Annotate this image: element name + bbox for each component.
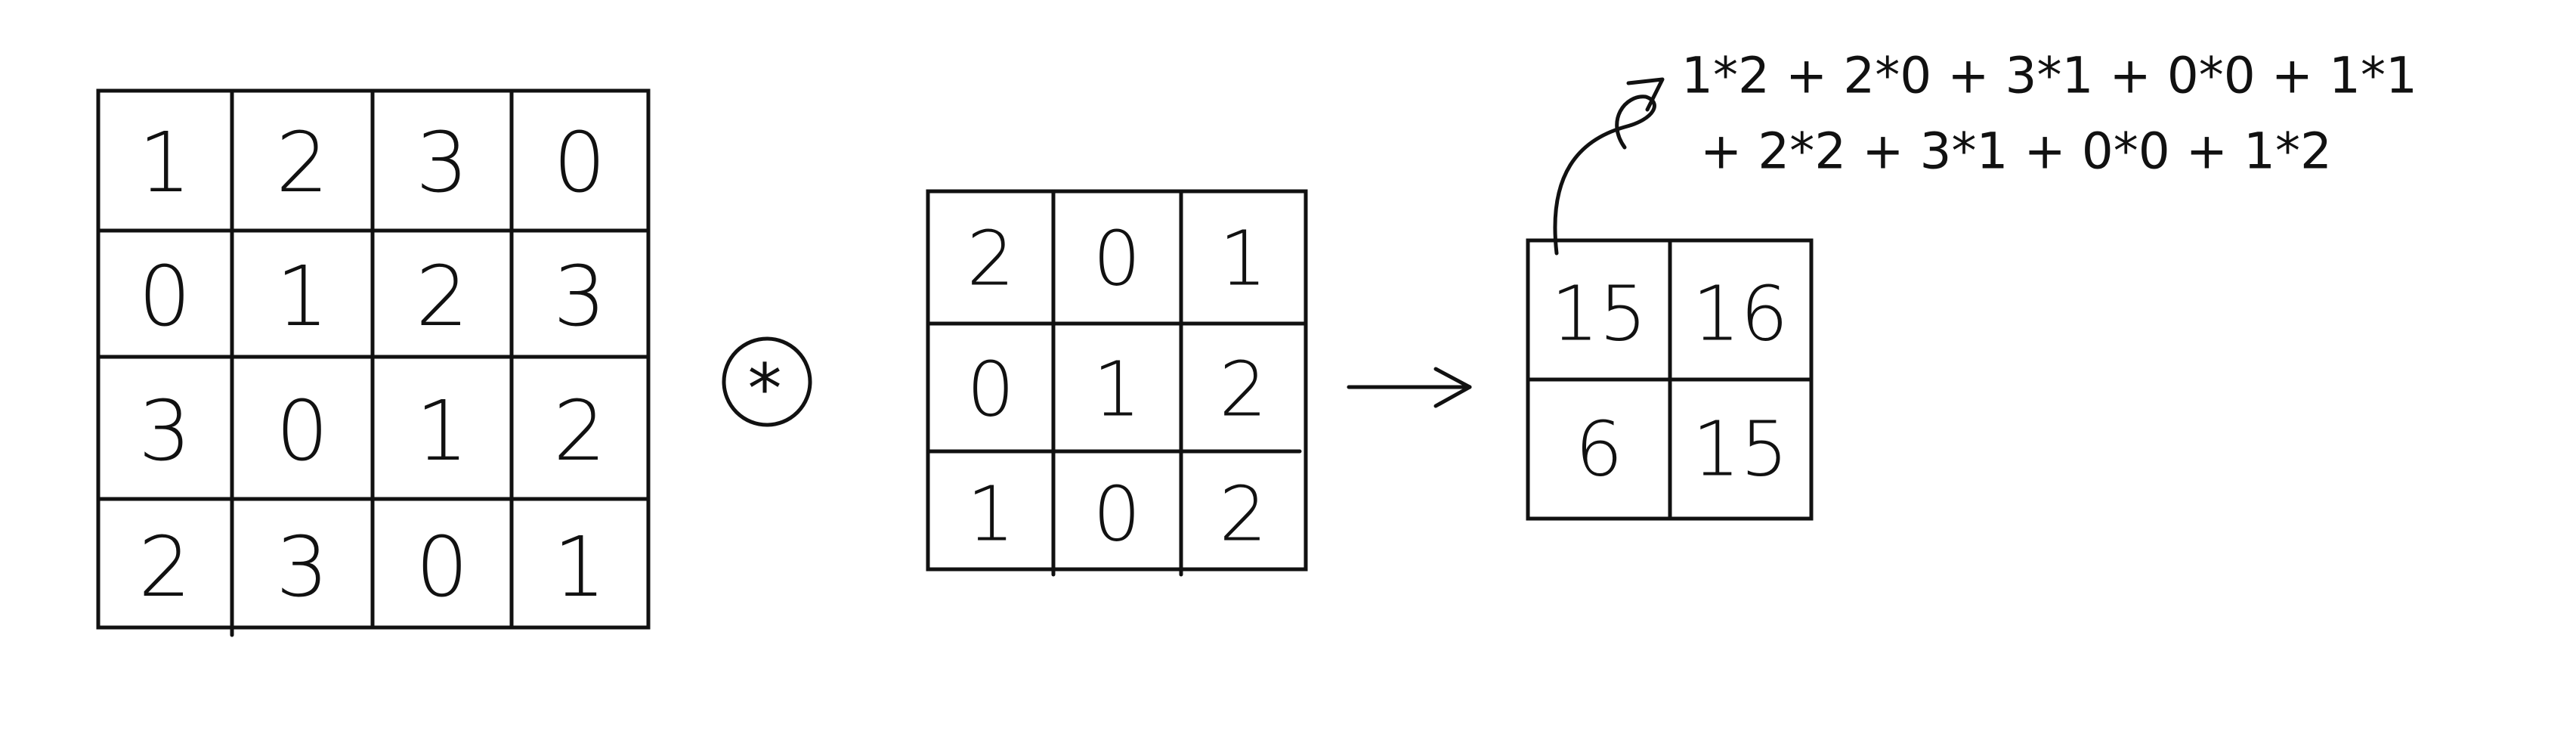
- operator-circle-icon: [722, 336, 812, 427]
- output-cell-r1-c0: 6: [1575, 405, 1623, 494]
- output-cell-r0-c1: 16: [1692, 270, 1788, 358]
- kernel-cell-r1-c0: 0: [966, 345, 1015, 434]
- input-cell-r2-c3: 2: [553, 383, 606, 479]
- input-cell-r0-c3: 0: [553, 114, 606, 211]
- input-cell-r3-c0: 2: [138, 519, 191, 615]
- kernel-matrix-border: [926, 189, 1308, 572]
- input-cell-r1-c0: 0: [138, 248, 191, 345]
- calculation-annotation: 1*2 + 2*0 + 3*1 + 0*0 + 1*1 + 2*2 + 3*1 …: [1681, 47, 2417, 181]
- input-cell-r2-c0: 3: [138, 383, 191, 479]
- input-cell-r3-c3: 1: [553, 519, 606, 615]
- annotation-line-1: 1*2 + 2*0 + 3*1 + 0*0 + 1*1: [1681, 47, 2417, 105]
- kernel-matrix: [926, 189, 1308, 577]
- input-cell-r1-c1: 1: [276, 248, 329, 345]
- result-arrow-icon: [1347, 367, 1472, 408]
- kernel-cell-r1-c1: 1: [1093, 345, 1141, 434]
- arrow-head: [1433, 367, 1472, 408]
- pointer-curve: [1553, 94, 1656, 256]
- input-cell-r1-c2: 2: [416, 248, 469, 345]
- input-cell-r3-c1: 3: [276, 519, 329, 615]
- input-cell-r0-c1: 2: [276, 114, 329, 211]
- kernel-cell-r0-c0: 2: [966, 215, 1015, 303]
- output-cell-r1-c1: 15: [1692, 405, 1788, 494]
- output-matrix-values: 15 16 6 15: [1551, 270, 1788, 494]
- kernel-cell-r1-c2: 2: [1219, 345, 1267, 434]
- annotation-line-2: + 2*2 + 3*1 + 0*0 + 1*2: [1700, 122, 2332, 181]
- input-cell-r0-c0: 1: [138, 114, 191, 211]
- kernel-cell-r2-c2: 2: [1219, 470, 1267, 559]
- kernel-cell-r0-c2: 1: [1219, 215, 1267, 303]
- input-matrix: [96, 88, 651, 637]
- input-cell-r3-c2: 0: [416, 519, 469, 615]
- convolution-operator: *: [722, 336, 812, 429]
- input-cell-r1-c3: 3: [553, 248, 606, 345]
- kernel-cell-r2-c1: 0: [1093, 470, 1141, 559]
- operator-symbol: *: [748, 350, 782, 429]
- output-cell-r0-c0: 15: [1551, 270, 1647, 358]
- output-matrix: [1526, 238, 1814, 521]
- kernel-cell-r0-c1: 0: [1093, 215, 1141, 303]
- annotation-pointer-icon: [1553, 77, 1665, 256]
- input-cell-r2-c1: 0: [276, 383, 329, 479]
- input-cell-r2-c2: 1: [416, 383, 469, 479]
- kernel-cell-r2-c0: 1: [966, 470, 1015, 559]
- input-cell-r0-c2: 3: [416, 114, 469, 211]
- pointer-head: [1626, 77, 1665, 112]
